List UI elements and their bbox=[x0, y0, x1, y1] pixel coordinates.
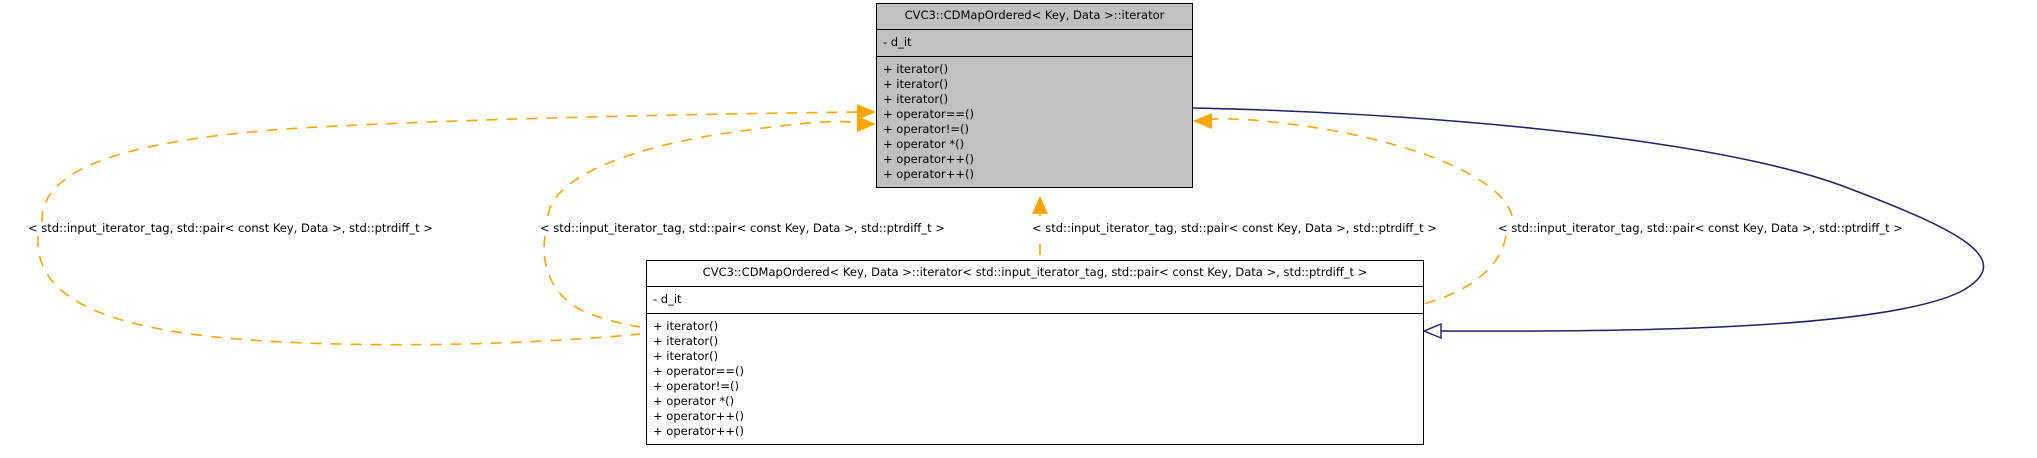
uml-operation-row: + iterator() bbox=[653, 348, 719, 363]
uml-operation-row: + iterator() bbox=[883, 76, 949, 91]
template-edge-2-lower bbox=[543, 235, 641, 328]
uml-operation-row: + iterator() bbox=[883, 91, 949, 106]
template-binding-label-4: < std::input_iterator_tag, std::pair< co… bbox=[1498, 221, 1903, 235]
template-edge-4-upper bbox=[1198, 118, 1513, 217]
template-arrowhead-bottom bbox=[1032, 196, 1048, 214]
template-arrowhead-left-lower bbox=[857, 116, 876, 132]
template-edge-1-lower bbox=[37, 235, 641, 346]
uml-class-operations-compartment: + iterator() + iterator() + iterator() +… bbox=[647, 314, 1423, 444]
template-edge-4-lower bbox=[1424, 235, 1507, 305]
uml-attribute-row: - d_it bbox=[883, 34, 912, 49]
inheritance-arrowhead bbox=[1422, 322, 1442, 340]
template-arrowhead-right bbox=[1193, 113, 1212, 129]
uml-attribute-row: - d_it bbox=[653, 291, 682, 306]
uml-operation-row: + iterator() bbox=[883, 61, 949, 76]
uml-operation-row: + operator==() bbox=[653, 363, 744, 378]
uml-operation-row: + operator!=() bbox=[653, 378, 739, 393]
uml-class-attributes-compartment: - d_it bbox=[877, 30, 1192, 57]
uml-operation-row: + operator!=() bbox=[883, 121, 969, 136]
template-binding-label-1: < std::input_iterator_tag, std::pair< co… bbox=[28, 221, 433, 235]
uml-class-title: CVC3::CDMapOrdered< Key, Data >::iterato… bbox=[877, 4, 1192, 30]
uml-operation-row: + operator++() bbox=[653, 408, 744, 423]
inheritance-edge bbox=[1192, 107, 1985, 332]
template-binding-label-3: < std::input_iterator_tag, std::pair< co… bbox=[1032, 221, 1437, 235]
uml-class-box-specialized-iterator[interactable]: CVC3::CDMapOrdered< Key, Data >::iterato… bbox=[646, 260, 1424, 445]
template-edge-1-upper bbox=[41, 111, 865, 223]
uml-operation-row: + iterator() bbox=[653, 333, 719, 348]
uml-class-box-base-iterator[interactable]: CVC3::CDMapOrdered< Key, Data >::iterato… bbox=[876, 3, 1193, 188]
uml-class-title: CVC3::CDMapOrdered< Key, Data >::iterato… bbox=[647, 261, 1423, 287]
uml-operation-row: + operator++() bbox=[653, 423, 744, 438]
uml-operation-row: + operator==() bbox=[883, 106, 974, 121]
uml-operation-row: + operator++() bbox=[883, 151, 974, 166]
template-edge-2-upper bbox=[547, 120, 865, 217]
uml-class-operations-compartment: + iterator() + iterator() + iterator() +… bbox=[877, 57, 1192, 187]
uml-operation-row: + operator++() bbox=[883, 166, 974, 181]
uml-operation-row: + operator *() bbox=[653, 393, 735, 408]
template-binding-label-2: < std::input_iterator_tag, std::pair< co… bbox=[540, 221, 945, 235]
uml-class-attributes-compartment: - d_it bbox=[647, 287, 1423, 314]
template-arrowhead-left-upper bbox=[857, 104, 876, 120]
uml-operation-row: + operator *() bbox=[883, 136, 965, 151]
uml-operation-row: + iterator() bbox=[653, 318, 719, 333]
